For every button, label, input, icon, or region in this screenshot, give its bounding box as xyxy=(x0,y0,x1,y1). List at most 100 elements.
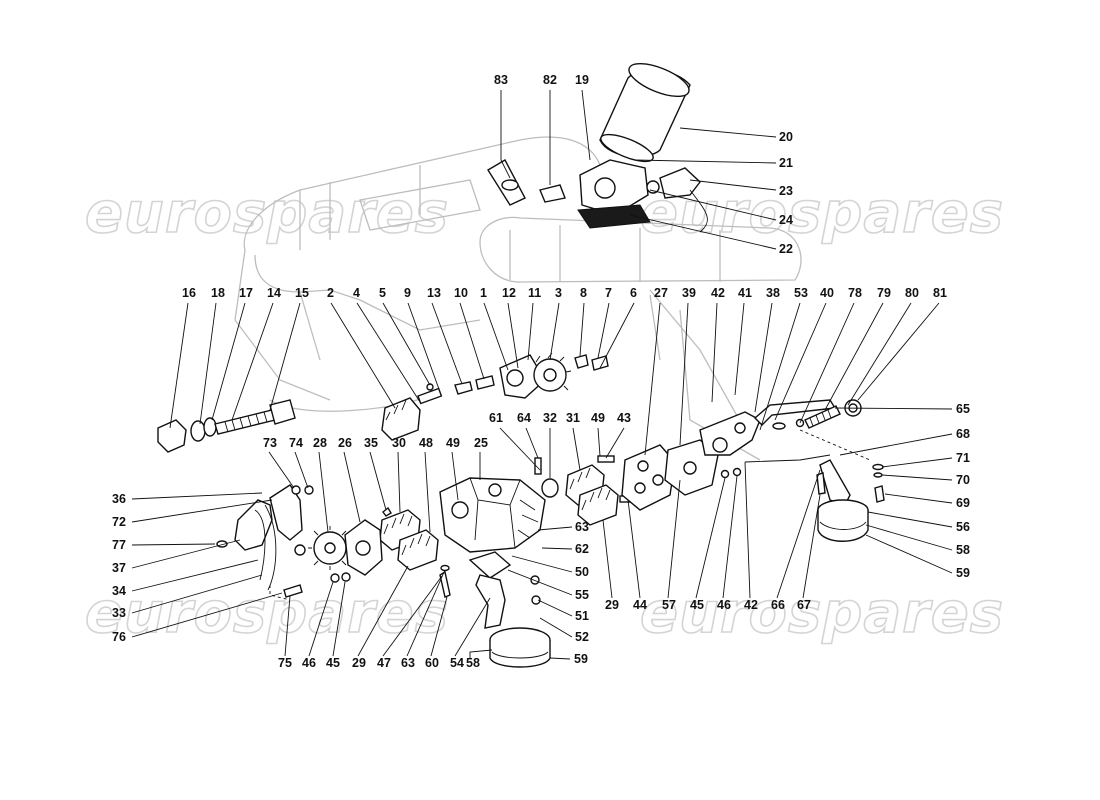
callout-81: 81 xyxy=(933,286,947,300)
callout-63-a: 63 xyxy=(575,520,589,534)
callout-54: 54 xyxy=(450,656,464,670)
callout-75: 75 xyxy=(278,656,292,670)
oil-temp-sender xyxy=(487,159,566,206)
callout-62: 62 xyxy=(575,542,589,556)
callout-83: 83 xyxy=(494,73,508,87)
oil-filter-cartridge xyxy=(599,62,691,163)
pump-gears-left xyxy=(379,509,439,571)
callout-73: 73 xyxy=(263,436,277,450)
callout-8: 8 xyxy=(580,286,587,300)
callout-35: 35 xyxy=(364,436,378,450)
callout-33: 33 xyxy=(112,606,126,620)
callout-19: 19 xyxy=(575,73,589,87)
callout-32: 32 xyxy=(543,411,557,425)
callout-53: 53 xyxy=(794,286,808,300)
callout-51: 51 xyxy=(575,609,589,623)
callout-57: 57 xyxy=(662,598,676,612)
callout-20: 20 xyxy=(779,130,793,144)
callout-29-left: 29 xyxy=(352,656,366,670)
callout-25: 25 xyxy=(474,436,488,450)
watermark-top-right: eurospares xyxy=(640,181,1004,246)
oil-pressure-switch xyxy=(646,167,708,233)
callout-3: 3 xyxy=(555,286,562,300)
small-fittings-left xyxy=(216,485,392,598)
callout-9: 9 xyxy=(404,286,411,300)
callout-45-left: 45 xyxy=(326,656,340,670)
callout-72: 72 xyxy=(112,515,126,529)
callout-56: 56 xyxy=(956,520,970,534)
callout-17: 17 xyxy=(239,286,253,300)
timing-chain-tensioner xyxy=(234,484,306,601)
callout-38: 38 xyxy=(766,286,780,300)
callout-80: 80 xyxy=(905,286,919,300)
callout-69: 69 xyxy=(956,496,970,510)
callout-77: 77 xyxy=(112,538,126,552)
callout-55: 55 xyxy=(575,588,589,602)
oil-filter-support xyxy=(577,159,651,229)
callout-60: 60 xyxy=(425,656,439,670)
pressure-relief-spring xyxy=(214,399,296,435)
callout-61: 61 xyxy=(489,411,503,425)
callout-67: 67 xyxy=(797,598,811,612)
callout-1: 1 xyxy=(480,286,487,300)
oil-pickup-left xyxy=(439,551,551,668)
callout-48: 48 xyxy=(419,436,433,450)
leader-lines xyxy=(131,89,953,660)
callout-16: 16 xyxy=(182,286,196,300)
callout-10: 10 xyxy=(454,286,468,300)
callout-50: 50 xyxy=(575,565,589,579)
callout-22: 22 xyxy=(779,242,793,256)
callout-15: 15 xyxy=(295,286,309,300)
callout-7: 7 xyxy=(605,286,612,300)
callout-2: 2 xyxy=(327,286,334,300)
callout-71: 71 xyxy=(956,451,970,465)
callout-18: 18 xyxy=(211,286,225,300)
pump-end-plate xyxy=(621,444,676,511)
pump-gears-right xyxy=(534,455,631,526)
callout-65: 65 xyxy=(956,402,970,416)
callout-12: 12 xyxy=(502,286,516,300)
oil-pickup-right xyxy=(816,459,885,542)
delivery-pipe-elbow xyxy=(699,411,761,479)
callout-42-bottom: 42 xyxy=(744,598,758,612)
callout-5: 5 xyxy=(379,286,386,300)
callout-82: 82 xyxy=(543,73,557,87)
callout-47: 47 xyxy=(377,656,391,670)
watermark-bottom-left: eurospares xyxy=(85,581,449,646)
callout-4: 4 xyxy=(353,286,360,300)
callout-29-right: 29 xyxy=(605,598,619,612)
oil-drain-plug xyxy=(157,417,217,453)
callout-28: 28 xyxy=(313,436,327,450)
callout-44: 44 xyxy=(633,598,647,612)
callout-21: 21 xyxy=(779,156,793,170)
callout-58-left: 58 xyxy=(466,656,480,670)
callout-59-right: 59 xyxy=(956,566,970,580)
callout-24: 24 xyxy=(779,213,793,227)
pump-cover-plate xyxy=(344,519,383,576)
callout-70: 70 xyxy=(956,473,970,487)
watermark-bottom-right: eurospares xyxy=(640,581,1004,646)
callout-46-left: 46 xyxy=(302,656,316,670)
callout-30: 30 xyxy=(392,436,406,450)
callout-26: 26 xyxy=(338,436,352,450)
callout-52: 52 xyxy=(575,630,589,644)
callout-79: 79 xyxy=(877,286,891,300)
callout-41: 41 xyxy=(738,286,752,300)
callout-36: 36 xyxy=(112,492,126,506)
callout-40: 40 xyxy=(820,286,834,300)
callout-63-b: 63 xyxy=(401,656,415,670)
upper-pump-body xyxy=(426,352,609,399)
callout-31: 31 xyxy=(566,411,580,425)
callout-34: 34 xyxy=(112,584,126,598)
callout-14: 14 xyxy=(267,286,281,300)
upper-pump-gear-shaft xyxy=(381,387,443,441)
callout-59-left: 59 xyxy=(574,652,588,666)
callout-11: 11 xyxy=(528,286,541,300)
callout-58-right: 58 xyxy=(956,543,970,557)
callout-78: 78 xyxy=(848,286,862,300)
callout-68: 68 xyxy=(956,427,970,441)
callout-27: 27 xyxy=(654,286,668,300)
callout-45-right: 45 xyxy=(690,598,704,612)
watermark-top-left: eurospares xyxy=(85,181,449,246)
